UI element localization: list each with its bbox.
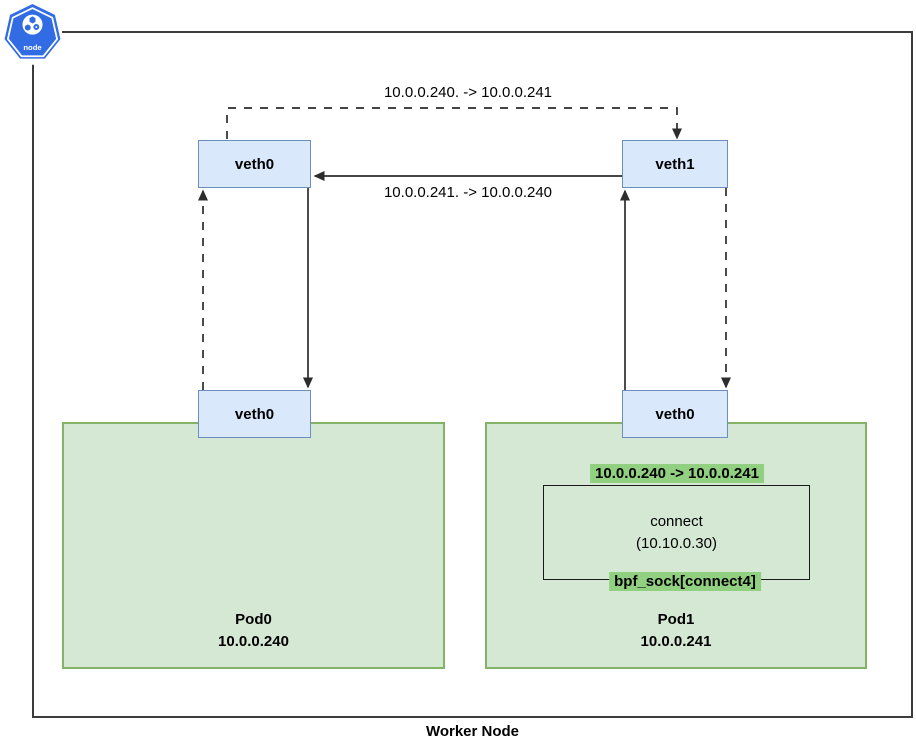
node-icon-label: node [23, 43, 41, 52]
node-glyph-dot2-hole [35, 26, 38, 28]
connect-flow-label: 10.0.0.240 -> 10.0.0.241 [590, 464, 764, 483]
veth0-pod0-box: veth0 [198, 390, 311, 438]
node-glyph-hex [29, 16, 36, 24]
veth0-host-label: veth0 [234, 155, 275, 173]
connect-destination: (10.10.0.30) [636, 534, 717, 552]
node-glyph-dot1 [24, 24, 31, 31]
veth1-host-label: veth1 [655, 155, 695, 173]
edge-label-forward: 10.0.0.240. -> 10.0.0.241 [380, 84, 556, 101]
pod1-caption: Pod1 10.0.0.241 [487, 609, 865, 653]
pod1-ip: 10.0.0.241 [640, 633, 712, 650]
connect-call: connect [650, 512, 703, 530]
node-heptagon-ring [6, 7, 59, 58]
pod1-box: Pod1 10.0.0.241 [485, 422, 867, 669]
pod0-name: Pod0 [235, 611, 272, 628]
connect-box: connect (10.10.0.30) [543, 485, 810, 580]
veth0-pod1-label: veth0 [655, 405, 695, 423]
pod1-name: Pod1 [657, 611, 695, 628]
edge-label-return: 10.0.0.241. -> 10.0.0.240 [380, 184, 556, 201]
worker-node-label: Worker Node [425, 723, 520, 740]
pod0-ip: 10.0.0.240 [218, 633, 289, 650]
veth0-pod0-label: veth0 [234, 405, 275, 423]
veth1-host-box: veth1 [622, 140, 728, 188]
veth0-host-box: veth0 [198, 140, 311, 188]
pod0-box: Pod0 10.0.0.240 [62, 422, 445, 669]
pod0-caption: Pod0 10.0.0.240 [64, 609, 443, 653]
veth0-pod1-box: veth0 [622, 390, 728, 438]
bpf-hook-label: bpf_sock[connect4] [609, 572, 761, 591]
kubernetes-node-icon: node [3, 2, 62, 65]
